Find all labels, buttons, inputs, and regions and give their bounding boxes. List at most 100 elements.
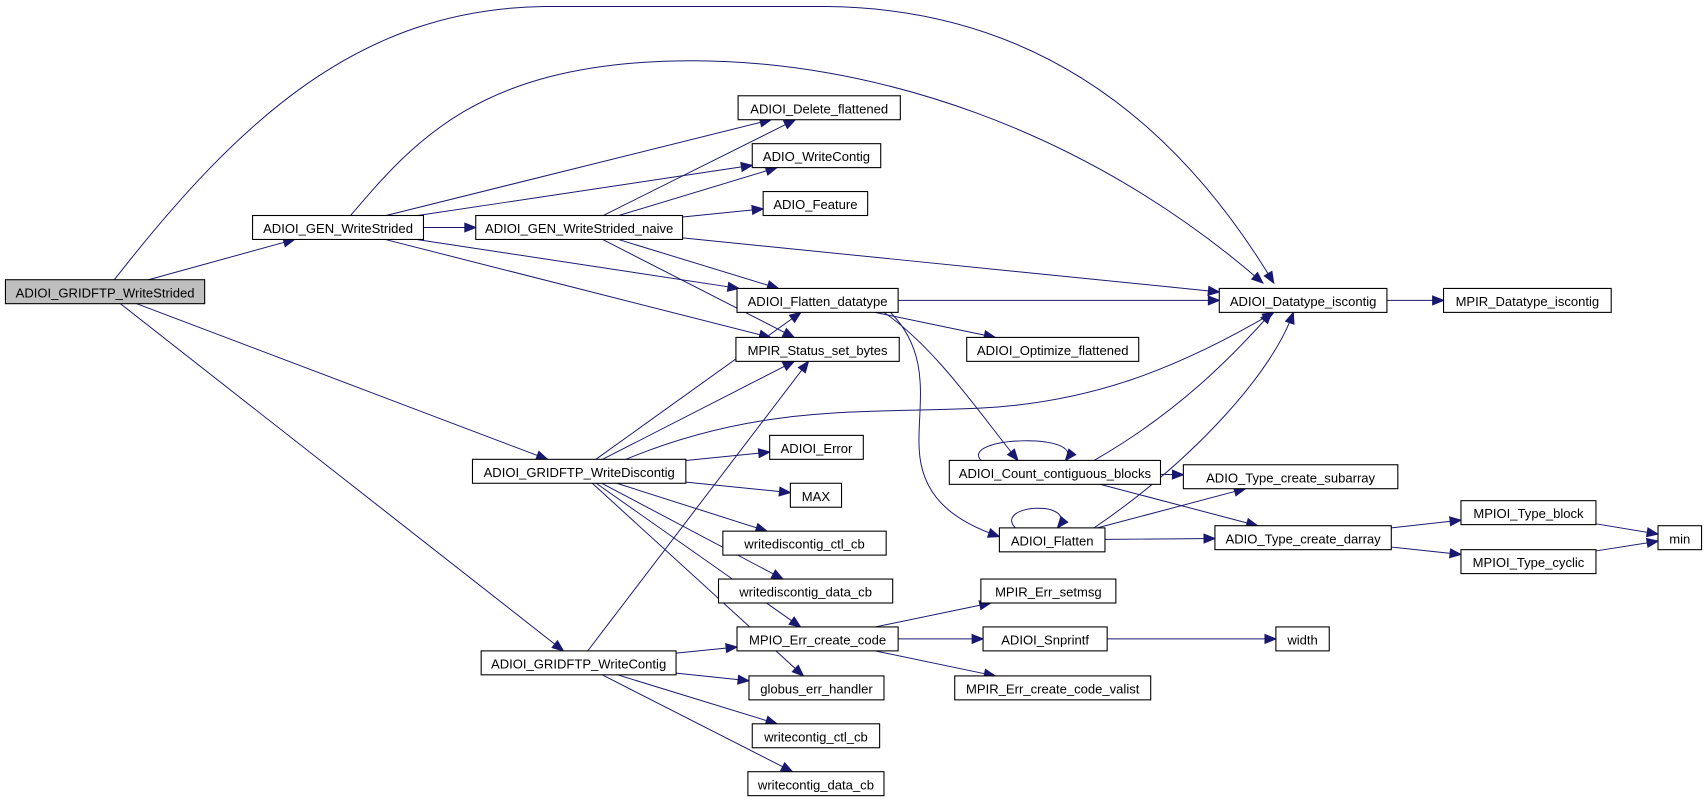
edge-flat_dt-to-count [883, 311, 1019, 462]
arrowhead-icon [797, 360, 810, 374]
arrowhead-icon [535, 450, 549, 461]
node-setmsg[interactable]: MPIR_Err_setmsg [980, 578, 1117, 604]
node-error[interactable]: ADIOI_Error [769, 434, 864, 460]
node-gwcontig[interactable]: ADIOI_GRIDFTP_WriteContig [480, 650, 677, 676]
node-label: ADIOI_Optimize_flattened [977, 343, 1129, 358]
edge-wdiscontig-to-status [602, 360, 796, 460]
node-tblock[interactable]: MPIOI_Type_block [1460, 500, 1597, 526]
edge-darray-to-tblock [1391, 516, 1463, 529]
node-label: MPIO_Err_create_code [749, 633, 886, 648]
node-flat-dt[interactable]: ADIOI_Flatten_datatype [736, 287, 899, 313]
node-label: MPIR_Err_setmsg [995, 585, 1102, 600]
edge-err_create-to-snprintf [898, 633, 985, 645]
node-width[interactable]: width [1275, 626, 1330, 652]
node-status[interactable]: MPIR_Status_set_bytes [735, 336, 900, 362]
edge-wdiscontig-to-wd_data [601, 482, 785, 580]
node-wd-ctl[interactable]: writediscontig_ctl_cb [722, 530, 887, 556]
node-label: writediscontig_data_cb [738, 585, 872, 600]
arrowhead-icon [791, 664, 805, 677]
arrowhead-icon [781, 360, 796, 372]
node-root[interactable]: ADIOI_GRIDFTP_WriteStrided [4, 279, 206, 305]
node-wd-data[interactable]: writediscontig_data_cb [717, 578, 894, 604]
edge-gwcontig-to-globus [675, 672, 751, 685]
edge-gen_wsn-to-feature [682, 204, 765, 218]
node-label: min [1669, 531, 1690, 546]
node-gen-ws[interactable]: ADIOI_GEN_WriteStrided [252, 214, 425, 241]
node-del-flat[interactable]: ADIOI_Delete_flattened [737, 95, 901, 121]
arrowhead-icon [1203, 533, 1217, 544]
edge-snprintf-to-width [1107, 633, 1278, 645]
node-wc-data[interactable]: writecontig_data_cb [747, 771, 885, 797]
node-label: ADIOI_GRIDFTP_WriteDiscontig [484, 465, 675, 480]
edge-wdiscontig-to-wd_ctl [616, 482, 769, 533]
node-globus[interactable]: globus_err_handler [748, 675, 885, 701]
arrowhead-icon [971, 633, 985, 645]
edge-wdiscontig-to-dt_iscontig [625, 311, 1275, 460]
node-wc-ctl[interactable]: writecontig_ctl_cb [751, 723, 881, 749]
node-tcyclic[interactable]: MPIOI_Type_cyclic [1460, 549, 1597, 575]
edge-flatten-to-flatten [1011, 507, 1069, 530]
node-err-create[interactable]: MPIO_Err_create_code [736, 626, 899, 652]
node-darray[interactable]: ADIO_Type_create_darray [1214, 525, 1392, 551]
node-min[interactable]: min [1657, 525, 1703, 551]
arrowhead-icon [1264, 633, 1278, 645]
edge-gen_wsn-to-status [602, 239, 796, 339]
node-optimize[interactable]: ADIOI_Optimize_flattened [966, 336, 1140, 362]
node-label: ADIOI_GEN_WriteStrided_naive [485, 221, 673, 236]
node-flatten[interactable]: ADIOI_Flatten [998, 527, 1106, 553]
arrowhead-icon [1056, 515, 1069, 530]
edge-gen_wsn-to-del_flat [602, 119, 797, 216]
node-label: ADIOI_Flatten_datatype [748, 294, 888, 309]
arrowhead-icon [788, 616, 802, 628]
edge-gen_ws-to-status [385, 238, 772, 340]
arrowhead-icon [781, 327, 796, 339]
node-label: ADIOI_GRIDFTP_WriteContig [491, 656, 666, 671]
arrowhead-icon [551, 639, 565, 652]
node-label: ADIO_Type_create_darray [1226, 531, 1382, 546]
arrowhead-icon [1284, 310, 1295, 325]
node-label: width [1286, 633, 1317, 648]
node-mpir-iscontig[interactable]: MPIR_Datatype_iscontig [1443, 287, 1612, 313]
edge-err_create-to-setmsg [875, 600, 993, 628]
node-label: globus_err_handler [760, 681, 873, 696]
edge-flatten-to-subarray [1097, 486, 1247, 529]
node-label: ADIOI_Delete_flattened [750, 101, 888, 116]
arrowhead-icon [1006, 448, 1019, 462]
edge-gen_wsn-to-dt_iscontig [682, 237, 1221, 296]
edge-flat_dt-to-flatten [890, 312, 1001, 538]
node-label: MPIR_Datatype_iscontig [1456, 294, 1600, 309]
node-dt-iscontig[interactable]: ADIOI_Datatype_iscontig [1218, 287, 1388, 313]
node-label: ADIOI_Datatype_iscontig [1230, 294, 1377, 309]
node-max[interactable]: MAX [789, 482, 843, 508]
node-wdiscontig[interactable]: ADIOI_GRIDFTP_WriteDiscontig [471, 458, 687, 484]
node-subarray[interactable]: ADIO_Type_create_subarray [1182, 464, 1399, 490]
edge-gen_ws-to-wcontig [417, 161, 754, 216]
edge-gwcontig-to-status [587, 360, 810, 652]
node-valist[interactable]: MPIR_Err_create_code_valist [954, 675, 1152, 701]
node-gen-wsn[interactable]: ADIOI_GEN_WriteStrided_naive [475, 214, 684, 241]
node-label: writediscontig_ctl_cb [743, 537, 864, 552]
edge-root-to-gwcontig [120, 303, 565, 652]
node-wcontig[interactable]: ADIO_WriteContig [751, 143, 882, 169]
arrowhead-icon [726, 281, 741, 292]
node-feature[interactable]: ADIO_Feature [762, 191, 869, 217]
edge-wdiscontig-to-max [685, 481, 792, 497]
node-label: ADIOI_GRIDFTP_WriteStrided [16, 285, 195, 300]
arrowhead-icon [1449, 548, 1463, 559]
node-label: ADIOI_Snprintf [1001, 633, 1089, 648]
arrowhead-icon [1207, 295, 1221, 306]
arrowhead-icon [1171, 469, 1185, 480]
edge-tblock-to-min [1595, 523, 1660, 538]
arrowhead-icon [1645, 527, 1660, 538]
arrowhead-icon [1263, 270, 1275, 285]
arrowhead-icon [751, 204, 765, 216]
edge-flat_dt-to-optimize [874, 311, 997, 341]
edge-tcyclic-to-min [1595, 537, 1660, 552]
arrowhead-icon [1432, 295, 1446, 306]
node-label: ADIOI_GEN_WriteStrided [263, 221, 413, 236]
node-label: ADIO_Type_create_subarray [1206, 470, 1375, 485]
node-count[interactable]: ADIOI_Count_contiguous_blocks [948, 459, 1162, 485]
node-snprintf[interactable]: ADIOI_Snprintf [982, 626, 1108, 652]
arrowhead-icon [788, 311, 803, 324]
node-label: ADIO_Feature [773, 197, 857, 212]
